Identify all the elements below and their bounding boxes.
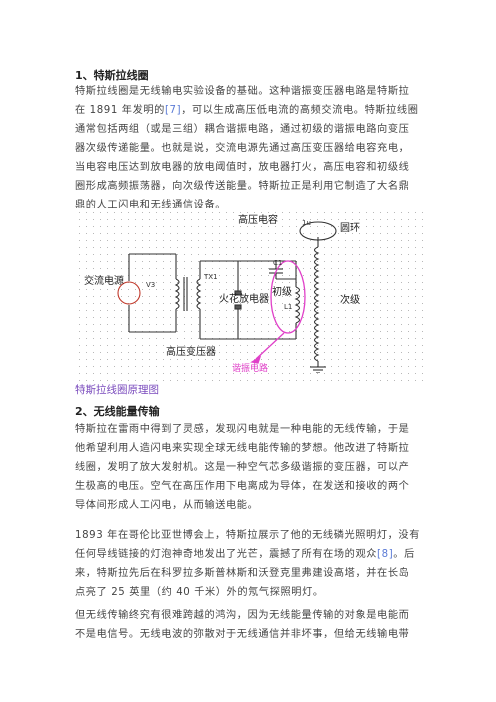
para-line: 来，特斯拉先后在科罗拉多斯普林斯和沃登克里弗建设高塔，并在长岛	[75, 568, 410, 579]
label-tx1: TX1	[203, 273, 218, 281]
para-line: 线圈，发明了放大发射机。这是一种空气芯多级谐振的变压器，可以产	[75, 462, 410, 473]
label-l1: L1	[284, 303, 292, 311]
para-line: 任何导线链接的灯泡神奇地发出了光芒，震撼了所有在场的观众[8]。后	[75, 549, 415, 560]
toroid-ring	[299, 221, 337, 241]
tesla-coil-schematic: 交流电源 V3 TX1 高压电容 C1 初级 L1 1u 圆环 次级 火花放电器…	[75, 208, 427, 382]
schematic-svg: 交流电源 V3 TX1 高压电容 C1 初级 L1 1u 圆环 次级 火花放电器…	[84, 213, 360, 374]
label-ac-source: 交流电源	[84, 274, 124, 287]
section-2-title: 2、无线能量传输	[75, 405, 160, 418]
annotation-arrow	[255, 332, 285, 360]
para-line: 1893 年在哥伦比亚世博会上，特斯拉展示了他的无线磷光照明灯，没有	[75, 530, 420, 541]
label-resonant-circuit: 谐振电路	[232, 362, 268, 373]
transformer-secondary-coil	[196, 278, 202, 310]
para-line: 他希望利用人造闪电来实现全球无线电能传输的梦想。他改进了特斯拉	[75, 443, 410, 454]
para-line: 特斯拉线圈是无线输电实验设备的基础。这种谐振变压器电路是特斯拉	[75, 86, 410, 97]
transformer-primary-coil	[174, 278, 180, 310]
figure-caption: 特斯拉线圈原理图	[75, 384, 159, 396]
para-line: 在 1891 年发明的[7]，可以生成高压低电流的高频交流电。特斯拉线圈	[75, 105, 419, 116]
para-line: 圈形成高频振荡器，向次级传送能量。特斯拉正是利用它制造了大名鼎	[75, 181, 410, 192]
label-v3: V3	[146, 281, 155, 289]
label-lu: 1u	[302, 219, 311, 227]
label-primary: 初级	[272, 285, 292, 298]
para-line: 通常包括两组（或是三组）耦合谐振电路，通过初级的谐振电路向变压	[75, 124, 410, 135]
label-ring: 圆环	[340, 222, 360, 234]
para-line: 器次级传递能量。也就是说，交流电源先通过高压变压器给电容充电，	[75, 143, 410, 154]
label-c1: C1	[273, 259, 282, 267]
para-line: 当电容电压达到放电器的放电阈值时，放电器打火，高压电容和初级线	[75, 162, 410, 173]
para-line: 特斯拉在雷雨中得到了灵感，发现闪电就是一种电能的无线传输，于是	[75, 424, 410, 435]
label-secondary: 次级	[340, 293, 360, 306]
spark-gap-electrode	[234, 304, 242, 310]
resonant-loop-annotation	[270, 260, 306, 334]
para-line: 点亮了 25 英里（约 40 千米）外的氖气探照明灯。	[75, 587, 324, 598]
label-hv-transformer: 高压变压器	[166, 345, 216, 358]
para-line: 导体间形成人工闪电，从而输送电能。	[75, 500, 259, 511]
para-line: 不是电信号。无线电波的弥散对于无线通信并非坏事，但给无线输电带	[75, 629, 410, 640]
secondary-coil	[313, 246, 320, 362]
citation-link[interactable]: [8]	[377, 549, 394, 560]
citation-link[interactable]: [7]	[164, 105, 182, 116]
annotation-arrowhead	[250, 355, 262, 364]
para-line: 鼎的人工闪电和无线通信设备。	[75, 200, 227, 211]
spark-gap-electrode	[234, 290, 242, 296]
para-line: 但无线传输终究有很难跨越的鸿沟，因为无线能量传输的对象是电能而	[75, 610, 410, 621]
para-line: 生极高的电压。空气在高压作用下电离成为导体，在发送和接收的两个	[75, 481, 410, 492]
primary-coil-l1	[294, 286, 301, 324]
label-spark-gap: 火花放电器	[219, 292, 269, 305]
section-1-title: 1、特斯拉线圈	[75, 69, 149, 82]
label-hv-capacitor: 高压电容	[238, 213, 278, 226]
ac-source-symbol	[117, 281, 141, 305]
